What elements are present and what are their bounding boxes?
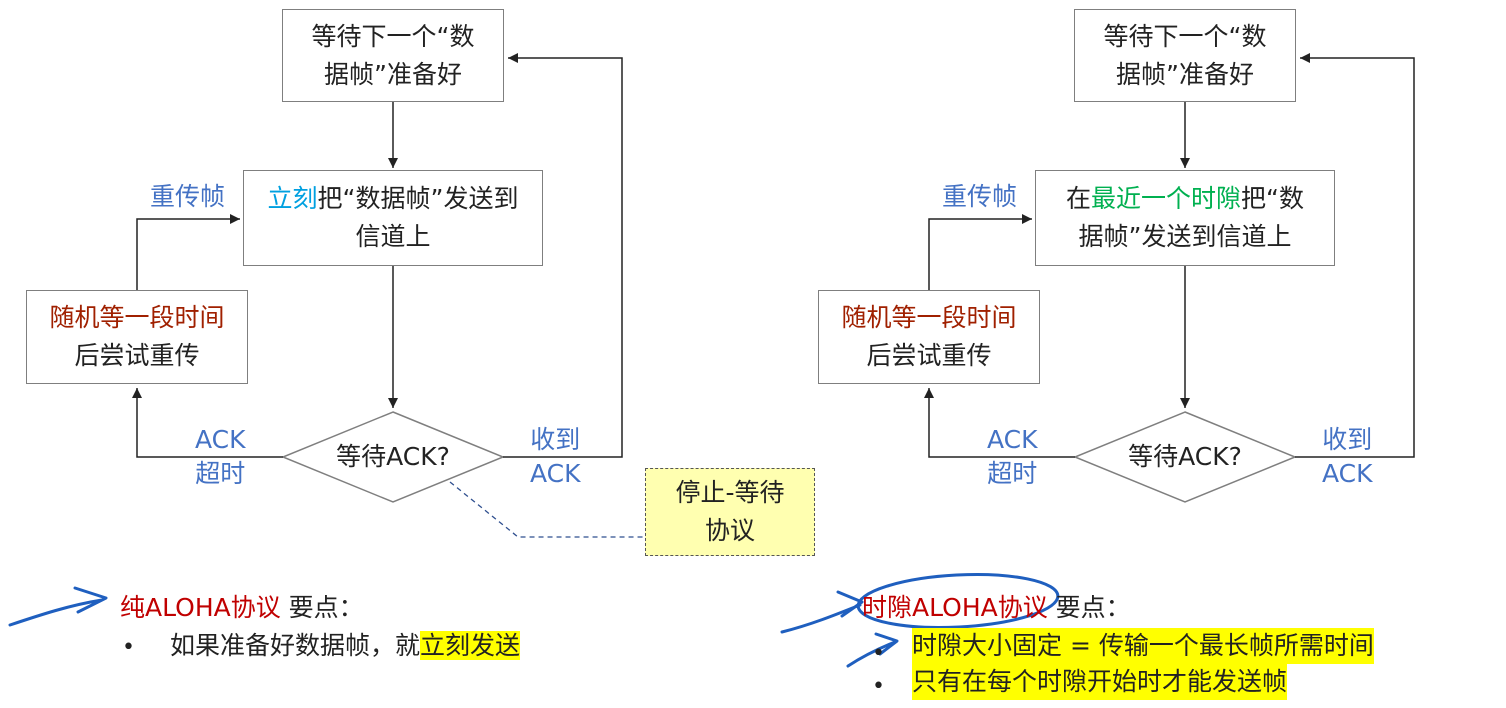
box-random-line1: 随机等一段时间	[49, 303, 225, 332]
box-wait-next-frame-right: 等待下一个“数 据帧”准备好	[1074, 9, 1296, 102]
box-send-line1: 在最近一个时隙把“数	[1066, 184, 1304, 213]
pure-aloha-title-suffix: 要点：	[288, 593, 364, 622]
box-random-wait-left: 随机等一段时间 后尝试重传	[26, 290, 248, 384]
emphasis-nearest-slot: 最近一个时隙	[1091, 184, 1242, 213]
bullet-dot: •	[872, 674, 885, 699]
pen-arrow-right-annotation-2	[846, 632, 899, 668]
label-ack-timeout-left: ACK 超时	[195, 425, 246, 488]
arrow-timeout-right	[924, 388, 1075, 458]
pure-aloha-title: 纯ALOHA协议	[120, 593, 281, 622]
pen-arrow-right-annotation	[780, 590, 864, 634]
arrow-received-loop-right	[1295, 53, 1415, 458]
box-wait-line1: 等待下一个“数	[1103, 21, 1267, 51]
pure-aloha-heading: 纯ALOHA协议 要点：	[120, 590, 364, 626]
bullet-dot: •	[122, 635, 135, 660]
box-random-wait-right: 随机等一段时间 后尝试重传	[818, 290, 1040, 384]
arrow-received-loop-left	[503, 53, 623, 458]
decision-diamond-left	[281, 411, 505, 503]
label-retransmit-left: 重传帧	[150, 182, 226, 211]
box-wait-line1: 等待下一个“数	[311, 21, 475, 51]
highlight-send-immediately: 立刻发送	[420, 631, 521, 660]
bullet-dot: •	[872, 641, 885, 666]
box-send-line2: 信道上	[355, 222, 431, 251]
label-ack-received-left: 收到 ACK	[530, 425, 581, 488]
decision-diamond-right	[1073, 411, 1297, 503]
label-ack-timeout-right: ACK 超时	[987, 425, 1038, 488]
decision-text-left: 等待ACK?	[336, 442, 450, 471]
slotted-aloha-bullet-1: 时隙大小固定 = 传输一个最长帧所需时间	[912, 628, 1374, 664]
note-leader-line	[449, 481, 645, 538]
slotted-aloha-bullet-2: 只有在每个时隙开始时才能发送帧	[912, 664, 1288, 700]
arrow-retransmit-right	[928, 214, 1032, 290]
pure-aloha-bullet: 如果准备好数据帧，就立刻发送	[170, 631, 521, 660]
box-random-line2: 后尝试重传	[74, 341, 200, 370]
note-stop-and-wait: 停止-等待 协议	[645, 468, 815, 556]
emphasis-immediately: 立刻	[267, 184, 318, 213]
slotted-aloha-title-suffix: 要点：	[1055, 593, 1131, 622]
box-send-line1: 立刻把“数据帧”发送到	[267, 184, 519, 213]
box-random-line2: 后尝试重传	[866, 341, 992, 370]
decision-text-right: 等待ACK?	[1128, 442, 1242, 471]
arrow-retransmit-left	[136, 214, 240, 290]
box-wait-next-frame-left: 等待下一个“数 据帧”准备好	[282, 9, 504, 102]
label-ack-received-right: 收到 ACK	[1322, 425, 1373, 488]
box-send-frame-right: 在最近一个时隙把“数 据帧”发送到信道上	[1035, 170, 1335, 266]
arrow-timeout-left	[132, 388, 283, 458]
box-random-line1: 随机等一段时间	[841, 303, 1017, 332]
box-wait-line2: 据帧”准备好	[1116, 59, 1254, 89]
box-send-frame-left: 立刻把“数据帧”发送到 信道上	[243, 170, 543, 266]
box-send-line2: 据帧”发送到信道上	[1078, 222, 1292, 251]
slotted-aloha-title: 时隙ALOHA协议	[862, 593, 1048, 622]
box-wait-line2: 据帧”准备好	[324, 59, 462, 89]
pen-arrow-left-annotation	[8, 586, 108, 627]
slotted-aloha-heading: 时隙ALOHA协议 要点：	[862, 590, 1131, 626]
label-retransmit-right: 重传帧	[942, 182, 1018, 211]
